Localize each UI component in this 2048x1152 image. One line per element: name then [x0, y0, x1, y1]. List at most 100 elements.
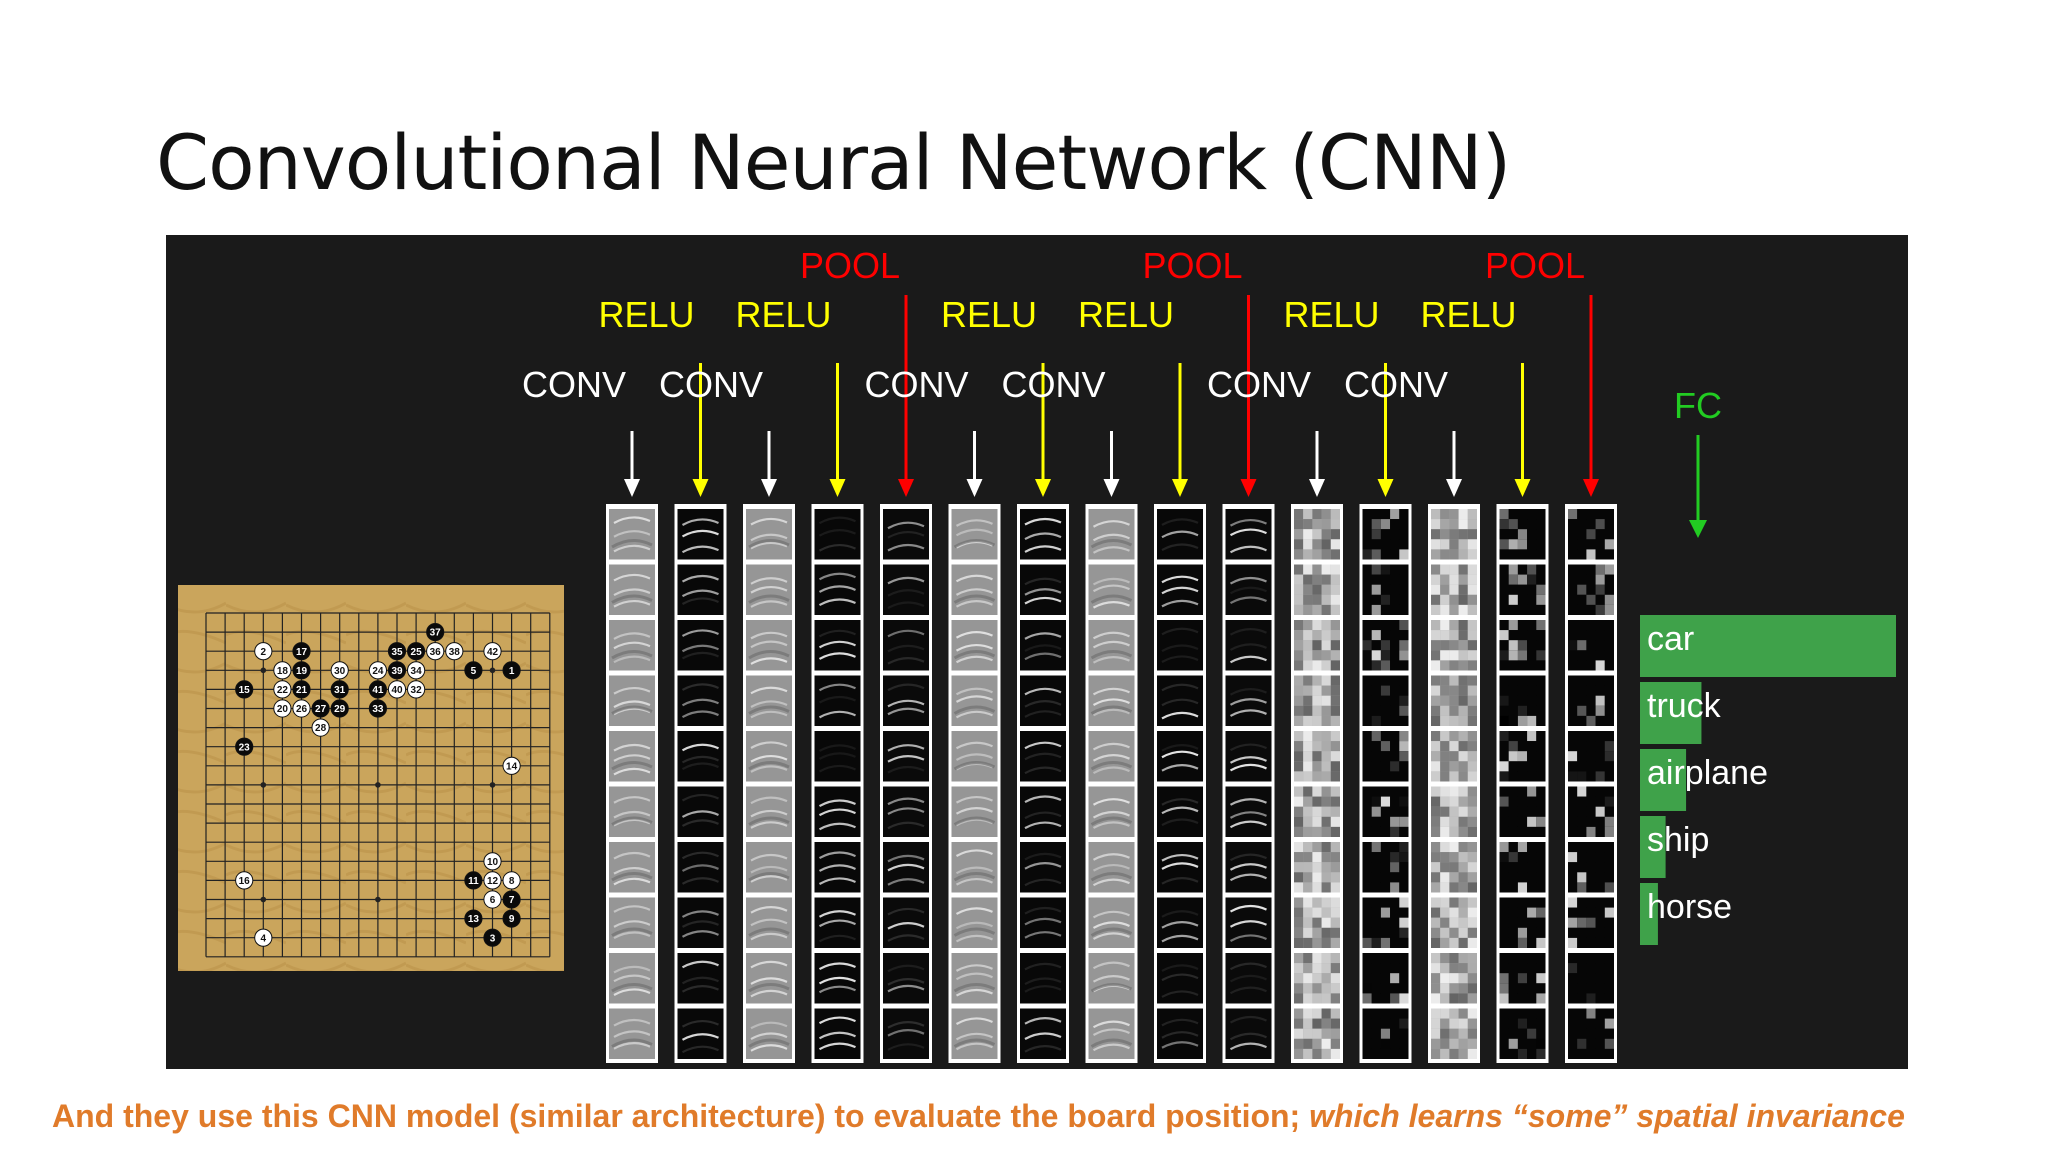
- activation-pixel: [1467, 1008, 1477, 1019]
- layer-label-pool: POOL: [1142, 245, 1242, 286]
- activation-pixel: [1586, 731, 1596, 742]
- activation-pixel: [1517, 1038, 1528, 1049]
- activation-pixel: [1499, 897, 1509, 908]
- activation-pixel: [1303, 604, 1313, 615]
- activation-pixel: [1586, 907, 1596, 918]
- activation-pixel: [1399, 660, 1409, 671]
- activation-pixel: [1303, 826, 1313, 837]
- activation-feature: [1024, 588, 1062, 596]
- white-stone: 12: [483, 871, 502, 890]
- activation-pixel: [1536, 1028, 1546, 1039]
- activation-pixel: [1527, 907, 1537, 918]
- activation-pixel: [1568, 1018, 1578, 1029]
- activation-pixel: [1449, 872, 1459, 883]
- activation-pixel: [1536, 574, 1546, 585]
- activation-pixel: [1440, 917, 1450, 928]
- activation-pixel: [1390, 529, 1400, 540]
- activation-pixel: [1568, 741, 1578, 752]
- activation-feature: [681, 920, 719, 928]
- activation-pixel: [1390, 604, 1400, 615]
- activation-pixel: [1499, 907, 1509, 918]
- activation-pixel: [1294, 640, 1304, 651]
- activation-pixel: [1536, 685, 1546, 696]
- stone-number: 23: [239, 742, 251, 753]
- activation-feature: [681, 819, 719, 827]
- activation-pixel: [1321, 907, 1331, 918]
- stone-number: 28: [315, 723, 327, 734]
- activation-pixel: [1303, 897, 1313, 908]
- activation-feature: [887, 765, 925, 774]
- activation-pixel: [1440, 705, 1450, 716]
- activation-pixel: [1303, 796, 1313, 807]
- activation-feature: [1092, 708, 1130, 717]
- activation-pixel: [1517, 1048, 1528, 1059]
- activation-map: [1225, 564, 1272, 615]
- activation-pixel: [1586, 1018, 1596, 1029]
- activation-pixel: [1431, 650, 1441, 661]
- activation-pixel: [1536, 796, 1546, 807]
- activation-pixel: [1467, 675, 1477, 686]
- activation-pixel: [1467, 771, 1477, 782]
- activation-pixel: [1431, 620, 1441, 631]
- activation-map: [814, 731, 861, 782]
- activation-pixel: [1595, 826, 1605, 837]
- activation-feature: [1024, 741, 1062, 750]
- activation-pixel: [1499, 715, 1509, 726]
- activation-pixel: [1577, 529, 1587, 540]
- activation-pixel: [1517, 529, 1528, 540]
- activation-pixel: [1390, 509, 1400, 520]
- activation-pixel: [1390, 715, 1400, 726]
- activation-pixel: [1499, 953, 1509, 964]
- activation-pixel: [1449, 705, 1459, 716]
- activation-feature: [1024, 821, 1062, 830]
- activation-feature: [887, 644, 925, 653]
- activation-pixel: [1431, 826, 1441, 837]
- activation-pixel: [1536, 897, 1546, 908]
- activation-feature: [1092, 584, 1130, 593]
- activation-pixel: [1517, 660, 1528, 671]
- activation-pixel: [1294, 917, 1304, 928]
- activation-pixel: [1330, 604, 1340, 615]
- activation-pixel: [1449, 594, 1459, 605]
- activation-map: [1020, 786, 1066, 837]
- activation-pixel: [1449, 509, 1459, 520]
- activation-pixel: [1390, 594, 1400, 605]
- activation-feature: [681, 651, 719, 660]
- activation-pixel: [1440, 630, 1450, 641]
- activation-pixel: [1595, 630, 1605, 641]
- activation-pixel: [1431, 1028, 1441, 1039]
- activation-feature: [1161, 1041, 1199, 1049]
- activation-pixel: [1467, 660, 1477, 671]
- activation-pixel: [1517, 549, 1528, 560]
- black-stone: 21: [292, 680, 311, 699]
- activation-pixel: [1440, 715, 1450, 726]
- activation-pixel: [1499, 640, 1509, 651]
- activation-pixel: [1380, 882, 1391, 893]
- layer-column-11: CONV: [1207, 364, 1343, 1063]
- activation-pixel: [1362, 983, 1372, 994]
- activation-feature: [681, 743, 719, 752]
- activation-feature: [613, 655, 651, 664]
- activation-feature: [681, 589, 719, 598]
- activation-pixel: [1458, 604, 1468, 615]
- activation-pixel: [1390, 685, 1400, 696]
- activation-pixel: [1303, 1008, 1313, 1019]
- activation-pixel: [1371, 771, 1381, 782]
- activation-feature: [1229, 820, 1267, 829]
- activation-feature: [613, 920, 651, 928]
- activation-feature: [613, 965, 651, 974]
- activation-pixel: [1604, 731, 1614, 742]
- activation-pixel: [1527, 549, 1537, 560]
- activation-pixel: [1467, 685, 1477, 696]
- layer-arrow-head: [692, 479, 709, 497]
- activation-feature: [887, 543, 925, 552]
- activation-map: [1225, 953, 1272, 1004]
- activation-feature: [953, 1038, 996, 1048]
- activation-pixel: [1604, 675, 1614, 686]
- star-point: [260, 782, 267, 788]
- layer-arrow-head: [1377, 479, 1394, 497]
- activation-pixel: [1527, 917, 1537, 928]
- activation-pixel: [1577, 519, 1587, 530]
- white-stone: 42: [483, 642, 502, 661]
